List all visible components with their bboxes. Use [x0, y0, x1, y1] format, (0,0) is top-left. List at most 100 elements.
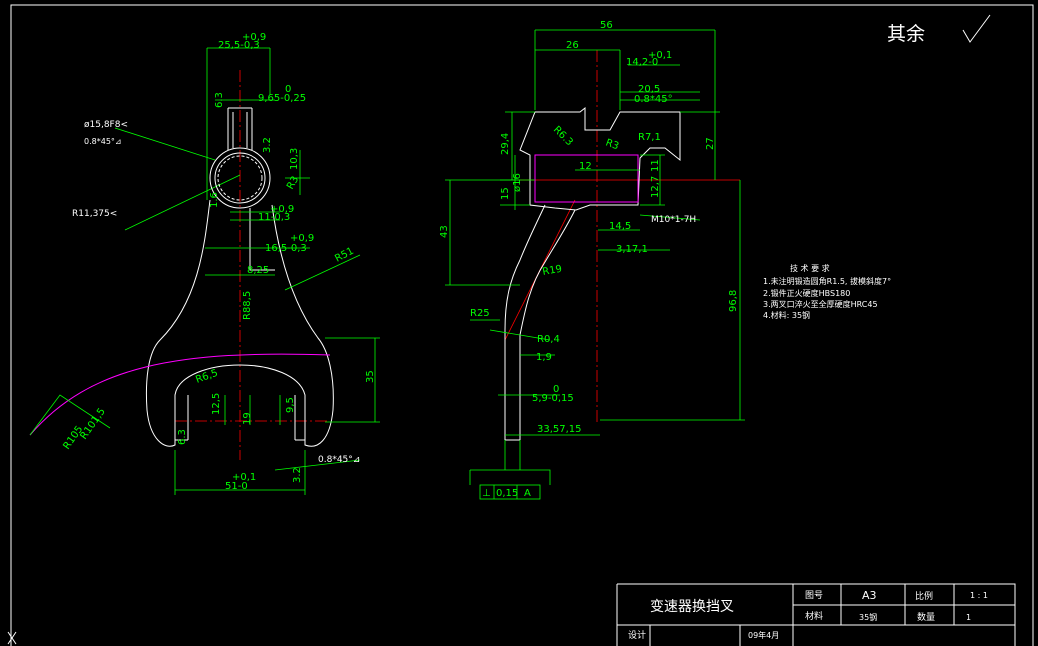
datum-reference: A	[524, 488, 531, 499]
side-view-dimensions: 56 26 +0,1 14,2-0 20,5 0.8*45° R6.3 R7,1…	[439, 20, 739, 499]
dim-line-35	[325, 337, 380, 423]
datum-frame	[479, 484, 541, 500]
dim-t01: +0,1	[648, 50, 672, 61]
dim-d95: 9,5	[285, 397, 296, 413]
dim-w12: 12	[579, 161, 592, 172]
dim-line-29-4	[505, 111, 535, 180]
drawing-frame	[10, 4, 1034, 646]
dim-w165-tol: +0,9	[290, 233, 314, 244]
dim-w965-tol: 0	[285, 84, 291, 95]
dim-line-56	[534, 29, 716, 112]
dim-h294: 29,4	[500, 133, 511, 155]
dim-w3357: 33,57,15	[537, 424, 582, 435]
dim-r63: R6.3	[551, 124, 575, 148]
dim-r71: R7,1	[638, 132, 661, 143]
scale-value: 1 : 1	[970, 591, 988, 600]
dim-r19: R19	[542, 264, 563, 278]
design-label: 设计	[628, 629, 646, 641]
tech-requirements: 技 术 要 求 1.未注明锻造圆角R1.5, 拔模斜度7° 2.锻件正火硬度HB…	[763, 263, 891, 320]
dim-chamfer2: 0.8*45°⊿	[318, 455, 360, 465]
dim-d103: 10,3	[289, 148, 300, 170]
dim-line-11	[230, 211, 280, 221]
dim-w51: 51-0	[225, 481, 248, 492]
dim-w56: 56	[600, 20, 613, 31]
part-name: 变速器换挡叉	[650, 598, 734, 615]
bore-circle	[217, 155, 263, 201]
dim-w165: 16,5-0,3	[265, 243, 307, 254]
material-value: 35钢	[859, 612, 877, 622]
dim-leader-bore	[114, 127, 216, 161]
dim-w3171: 3,17,1	[616, 244, 648, 255]
roughness-check-icon	[962, 14, 991, 43]
top-tab	[227, 107, 253, 150]
dim-leader-chamfer	[274, 459, 361, 471]
datum-symbol: ⊥	[482, 488, 491, 499]
material-label: 材料	[805, 610, 823, 622]
datum-leader	[469, 440, 551, 485]
large-radius-arc	[29, 353, 331, 436]
roughness-mark: 3.2	[292, 467, 303, 483]
tech-req-title: 技 术 要 求	[790, 263, 830, 273]
fork-arm-outline	[145, 199, 334, 447]
tech-req-item: 2.锻件正火硬度HBS180	[763, 288, 850, 298]
dim-r885: R88,5	[242, 291, 253, 320]
dim-h43: 43	[439, 225, 450, 238]
dim-w142: 14,2-0	[626, 57, 658, 68]
dim-leader-r25	[470, 319, 551, 341]
dim-r25: R25	[470, 308, 490, 319]
qty-value: 1	[966, 613, 971, 622]
dim-line-27	[680, 111, 720, 180]
ucs-axis-icon	[7, 631, 17, 645]
dim-line-jaw-heights	[224, 395, 281, 425]
dim-h27: 27	[705, 137, 716, 150]
datum-tolerance: 0,15	[496, 488, 518, 499]
dim-w825: 8,25	[247, 265, 269, 276]
roughness-mark: 3.2	[262, 137, 273, 153]
dim-w25: 25,5-0,3	[218, 40, 260, 51]
drawing-no: A3	[862, 589, 877, 602]
side-bore-section	[534, 154, 639, 203]
title-block-grid	[616, 583, 1016, 646]
tech-req-item: 4.材料: 35钢	[763, 310, 810, 320]
dim-r65: R6,5	[194, 368, 219, 386]
side-arm	[504, 204, 576, 440]
dim-w26: 26	[566, 40, 579, 51]
dim-line-top-width	[206, 47, 271, 200]
dim-leader-r51	[284, 254, 361, 291]
dim-w11-tol: +0,9	[270, 204, 294, 215]
dim-r11: R11,375<	[72, 209, 117, 219]
title-block: 变速器换挡叉 图号 A3 比例 1 : 1 材料 35钢 数量 1 设计 09年…	[616, 583, 1016, 646]
dim-line-26	[535, 49, 621, 110]
dim-leader-thread	[639, 214, 701, 221]
tech-req-item: 1.未注明锻造圆角R1.5, 拔模斜度7°	[763, 276, 891, 286]
dim-w205: 20,5	[638, 84, 660, 95]
dim-line-20-5	[620, 91, 700, 101]
arm-step	[249, 208, 275, 271]
dim-bore-chamfer: 0.8*45°⊿	[84, 137, 122, 146]
qty-label: 数量	[917, 611, 935, 623]
dim-d19-side: 1,9	[536, 352, 552, 363]
surface-note-label: 其余	[887, 23, 925, 45]
dim-w145: 14,5	[609, 221, 631, 232]
dim-line-43	[445, 179, 520, 286]
dim-line-51	[174, 450, 306, 495]
dim-line-14-5	[598, 229, 670, 251]
dim-w51-tol: +0,1	[232, 472, 256, 483]
dim-d125: 12,5	[211, 393, 222, 415]
dim-h968: 96,8	[728, 290, 739, 312]
roughness-mark: 6.3	[177, 429, 188, 445]
dim-r3: R3	[285, 174, 301, 191]
bore-leader-line	[124, 174, 241, 231]
scale-label: 比例	[915, 590, 933, 602]
dim-h15: 15	[500, 187, 511, 200]
dim-bore-dia: ø15,8F8<	[84, 120, 128, 130]
dim-w11: 11-0,3	[258, 212, 290, 223]
dim-r04: R0,4	[537, 334, 560, 345]
roughness-mark: 6.3	[214, 92, 225, 108]
roughness-mark: 1.6	[209, 192, 220, 208]
dim-leader-r105	[29, 394, 111, 436]
dim-h11: 11	[650, 159, 661, 172]
surface-finish-note: 其余	[887, 14, 991, 45]
dim-line-10-3	[285, 150, 310, 195]
